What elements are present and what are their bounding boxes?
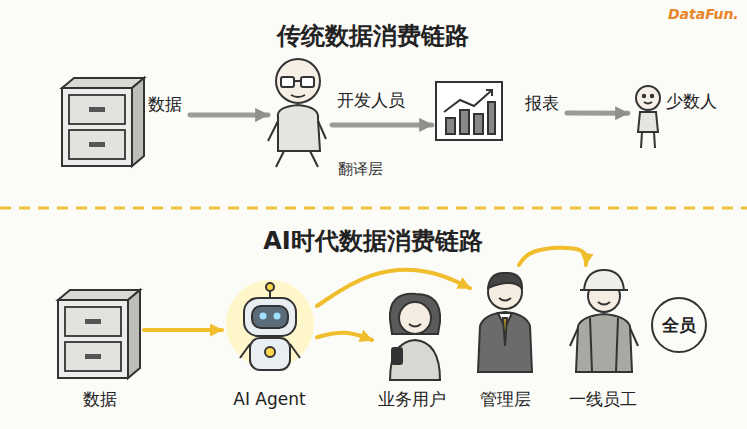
business-user-figure (390, 294, 440, 380)
watermark: DataFun. (668, 6, 739, 22)
flow-arrow (519, 248, 586, 265)
worker-figure (570, 270, 638, 372)
node-label: 业务用户 (378, 388, 446, 410)
divider-line (0, 207, 747, 210)
flow-arrow (567, 111, 628, 116)
flow-arrow (190, 112, 268, 117)
diagram-title: 传统数据消费链路 (277, 20, 469, 52)
node-label: 开发人员 (337, 89, 405, 111)
entity-node: 管理层 (470, 265, 540, 410)
section-title: AI时代数据消费链路 (263, 225, 483, 257)
group-circle: 全员 (651, 297, 707, 353)
flow-arrow (317, 333, 372, 340)
node-label: 管理层 (480, 388, 531, 410)
entity-node: 报表 (432, 78, 567, 148)
node-label: 少数人 (666, 90, 717, 112)
node-label: 数据 (148, 93, 182, 115)
node-label: 数据 (83, 388, 117, 410)
entity-node: 一线员工 (560, 265, 646, 410)
robot-figure (226, 280, 314, 370)
entity-node: 数据 (56, 285, 144, 410)
entity-node: 开发人员 (268, 55, 332, 165)
entity-node: 业务用户 (372, 285, 452, 410)
node-label: AI Agent (233, 388, 305, 410)
person-figure (636, 86, 660, 148)
entity-node: 少数人 (628, 78, 723, 150)
manager-figure (478, 273, 532, 372)
cabinet-icon (62, 78, 144, 166)
entity-node: 数据 (60, 75, 190, 170)
node-label: 一线员工 (569, 388, 637, 410)
flow-arrow (332, 122, 432, 127)
cabinet-icon (58, 290, 140, 378)
flow-arrow (317, 270, 470, 306)
developer-figure (268, 59, 326, 167)
node-label: 报表 (525, 92, 559, 114)
report-chart-icon (436, 82, 502, 140)
entity-node: AI Agent (222, 280, 317, 410)
flow-arrow (144, 328, 222, 332)
node-label: 全员 (662, 314, 696, 336)
annotation-label: 翻译层 (338, 160, 383, 179)
